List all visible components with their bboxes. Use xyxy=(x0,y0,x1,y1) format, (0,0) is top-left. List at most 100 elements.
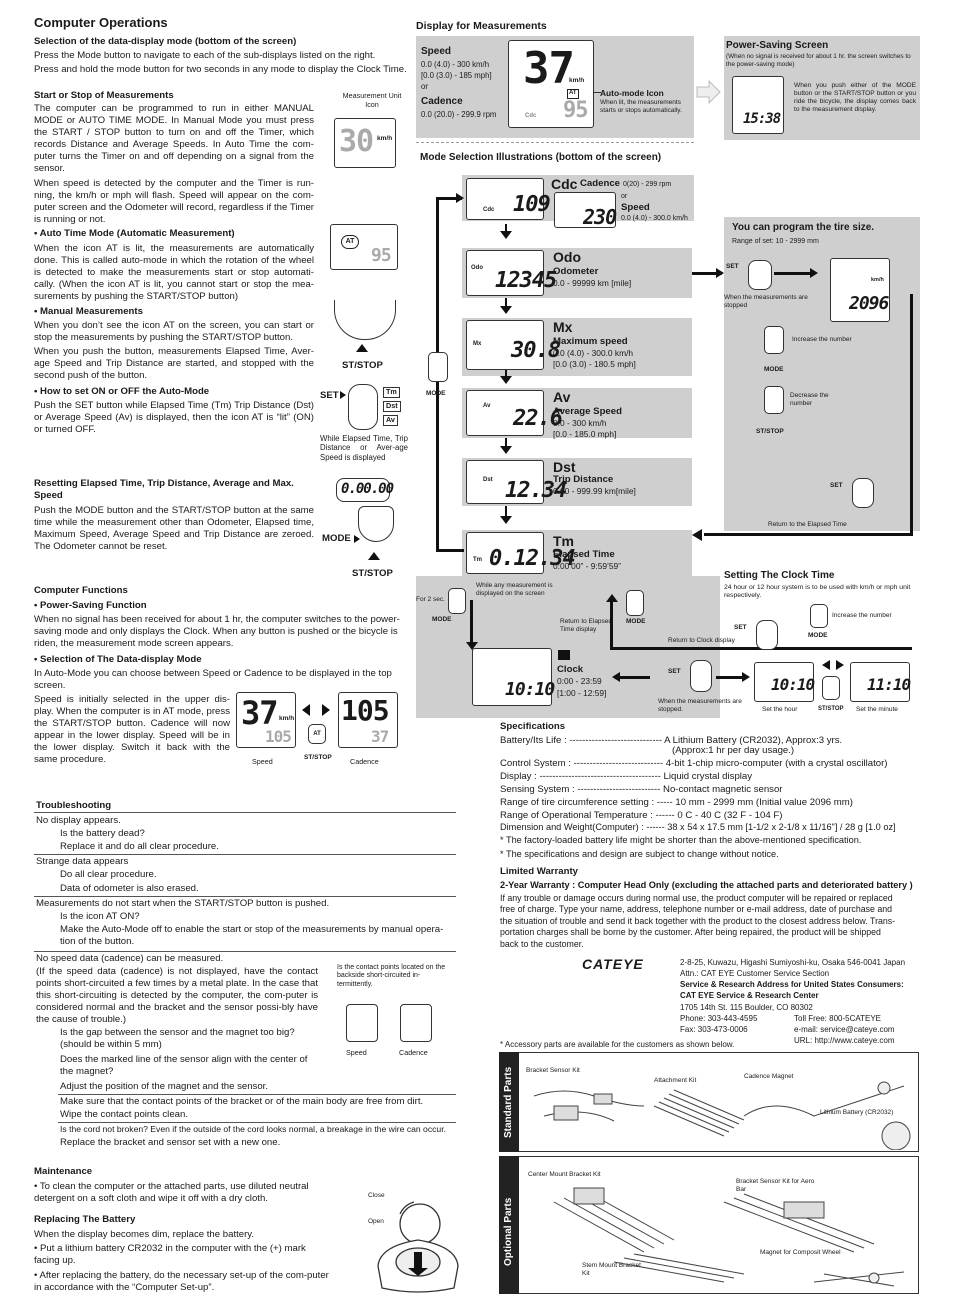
fax: Fax: 303-473-0006 xyxy=(680,1025,748,1034)
modes-heading: Mode Selection Illustrations (bottom of … xyxy=(420,152,662,163)
trouble-r1a: Is the battery dead? xyxy=(60,828,145,839)
sel-heading: Selection of the data-display mode (bott… xyxy=(34,36,297,47)
return-clock: Return to Clock display xyxy=(668,637,735,644)
addr5: 1705 14th St. 115 Boulder, CO 80302 xyxy=(680,1003,813,1012)
addr2: Attn.: CAT EYE Customer Service Section xyxy=(680,969,830,978)
trouble-r5a: Wipe the contact points clean. xyxy=(60,1109,188,1120)
clock-ststop: ST/STOP xyxy=(818,706,844,712)
clock-icon xyxy=(558,650,570,660)
cateye-logo: CATEYE xyxy=(582,956,644,972)
manual-p2: When you push the button, measurements E… xyxy=(34,346,314,381)
speed-caption: Speed xyxy=(252,757,273,766)
bat-p2: • Put a lithium battery CR2032 in the co… xyxy=(34,1243,306,1266)
tire-mode-icon xyxy=(764,326,784,354)
display-speed-label: Speed xyxy=(421,46,452,57)
clock-set-computer-icon xyxy=(690,660,712,692)
arrow-down-icon xyxy=(500,446,512,454)
cf-heading: Computer Functions xyxy=(34,585,128,596)
specs-l2: Control System : -----------------------… xyxy=(500,758,888,769)
addr1: 2-8-25, Kuwazu, Higashi Sumiyoshi-ku, Os… xyxy=(680,958,906,967)
battery-cover-illustration xyxy=(377,1201,459,1293)
tire-return: Return to the Elapsed Time xyxy=(768,521,847,528)
bat-p1: When the display becomes dim, replace th… xyxy=(34,1229,255,1240)
odo-title: Odo xyxy=(553,249,581,265)
trouble-r2b: Data of odometer is also erased. xyxy=(60,883,199,894)
open-label: Open xyxy=(368,1218,384,1225)
part-stem-mount: Stem Mount Bracket Kit xyxy=(582,1262,641,1277)
trouble-r2: Strange data appears xyxy=(36,856,129,867)
odo-sub: Odometer xyxy=(553,266,599,277)
ss-p2: When speed is detected by the computer a… xyxy=(34,178,314,225)
r4-cadence-cap: Cadence xyxy=(399,1048,428,1057)
accessory-note: * Accessory parts are available for the … xyxy=(500,1040,735,1049)
auto-heading: • Auto Time Mode (Automatic Measurement) xyxy=(34,228,235,239)
clock-mode-label: MODE xyxy=(808,632,828,639)
cdc-cadence: Cadence xyxy=(580,178,620,189)
part-cadence-magnet: Cadence Magnet xyxy=(744,1073,794,1080)
part-aero-bar: Bracket Sensor Kit for Aero Bar xyxy=(736,1178,815,1193)
av-range2: [0.0 - 185.0 mph] xyxy=(553,429,617,439)
reset-lcd: 0.00.00 xyxy=(336,478,394,502)
specs-l4: Sensing System : -----------------------… xyxy=(500,784,783,795)
trouble-r4a: Is the gap between the sensor and the ma… xyxy=(60,1027,295,1050)
tire-ststop: ST/STOP xyxy=(756,428,784,435)
arrow-down-icon xyxy=(500,516,512,524)
trouble-r3a: Is the icon AT ON? xyxy=(60,911,140,922)
arrow-down-icon xyxy=(500,306,512,314)
clock-set-sub: 24 hour or 12 hour system is to be used … xyxy=(724,584,911,600)
specs-l1: Battery/Its Life : ---------------------… xyxy=(500,735,843,746)
clock-set-btn: SET xyxy=(734,624,747,631)
display-heading: Display for Measurements xyxy=(416,20,547,32)
specs-l3: Display : ------------------------------… xyxy=(500,771,753,782)
ps-heading: • Power-Saving Function xyxy=(34,600,147,611)
part-composite-magnet: Magnet for Composit Wheel xyxy=(760,1249,841,1256)
standard-parts-label: Standard Parts xyxy=(503,1066,514,1138)
arrow-up-icon xyxy=(368,552,380,560)
for2-label: For 2 sec. xyxy=(416,596,445,603)
unit-icon-lcd: 30 km/h xyxy=(334,118,396,168)
ps-desc: When you push either of the MODE button … xyxy=(794,82,916,113)
cdc-title: Cdc xyxy=(551,176,578,192)
sel-p2: Press and hold the mode button for two s… xyxy=(34,64,407,75)
ststop-label-2: ST/STOP xyxy=(352,568,393,579)
clock-title: Clock xyxy=(557,664,584,675)
maint-p: • To clean the computer or the attached … xyxy=(34,1181,309,1204)
part-bracket-sensor: Bracket Sensor Kit xyxy=(526,1067,580,1074)
cdc-or: or xyxy=(621,193,628,200)
bat-p3: • After replacing the battery, do the ne… xyxy=(34,1270,329,1293)
tire-lcd: km/h 2096 xyxy=(830,258,890,322)
specs-l7: Dimension and Weight(Computer) : ------ … xyxy=(500,822,896,832)
tire-mode: MODE xyxy=(764,366,784,373)
trouble-r1b: Replace it and do all clear procedure. xyxy=(60,841,219,852)
display-or: or xyxy=(421,82,428,91)
trouble-r4: No speed data (cadence) can be measured. xyxy=(36,953,224,964)
clock-range1: 0:00 - 23:59 xyxy=(557,676,602,686)
sd-p2: Speed is initially selected in the upper… xyxy=(34,694,230,765)
arrow-right-icon xyxy=(322,704,330,716)
addr4: CAT EYE Service & Research Center xyxy=(680,991,819,1000)
av-sub: Average Speed xyxy=(553,406,622,417)
trouble-r6: Is the cord not broken? Even if the outs… xyxy=(60,1124,446,1134)
ss-p1: The computer can be programmed to run in… xyxy=(34,103,314,174)
sd-p1: In Auto-Mode you can choose between Spee… xyxy=(34,668,392,691)
auto-p: When the icon AT is lit, the measurement… xyxy=(34,243,314,302)
trouble-r4note: Is the contact points located on the bac… xyxy=(337,964,446,988)
tire-title: You can program the tire size. xyxy=(732,222,875,233)
arrow-right-icon xyxy=(716,268,724,278)
mx-range2: [0.0 (3.0) - 180.5 mph] xyxy=(553,359,636,369)
set-hour-lcd: 10:10 xyxy=(754,662,815,702)
trouble-r2a: Do all clear procedure. xyxy=(60,869,157,880)
auto-lcd: AT 95 xyxy=(330,224,398,270)
clock-ststop-icon xyxy=(822,676,840,700)
auto-icon-desc: When lit, the measurements starts or sto… xyxy=(600,99,682,114)
dst-range: 0.00 - 999.99 km[mile] xyxy=(553,486,636,496)
tire-set2: SET xyxy=(830,482,843,489)
measurement-unit-label: Measurement Unit Icon xyxy=(342,91,402,109)
arrow-down-icon xyxy=(500,376,512,384)
clock-range2: [1:00 - 12:59] xyxy=(557,688,607,698)
addr3: Service & Research Address for United St… xyxy=(680,980,904,989)
ps-p: When no signal has been received for abo… xyxy=(34,614,400,649)
trouble-r4b: Does the marked line of the sensor align… xyxy=(60,1054,308,1077)
clock-set-title: Setting The Clock Time xyxy=(724,570,835,581)
reset-p: Push the MODE button and the START/STOP … xyxy=(34,505,314,552)
